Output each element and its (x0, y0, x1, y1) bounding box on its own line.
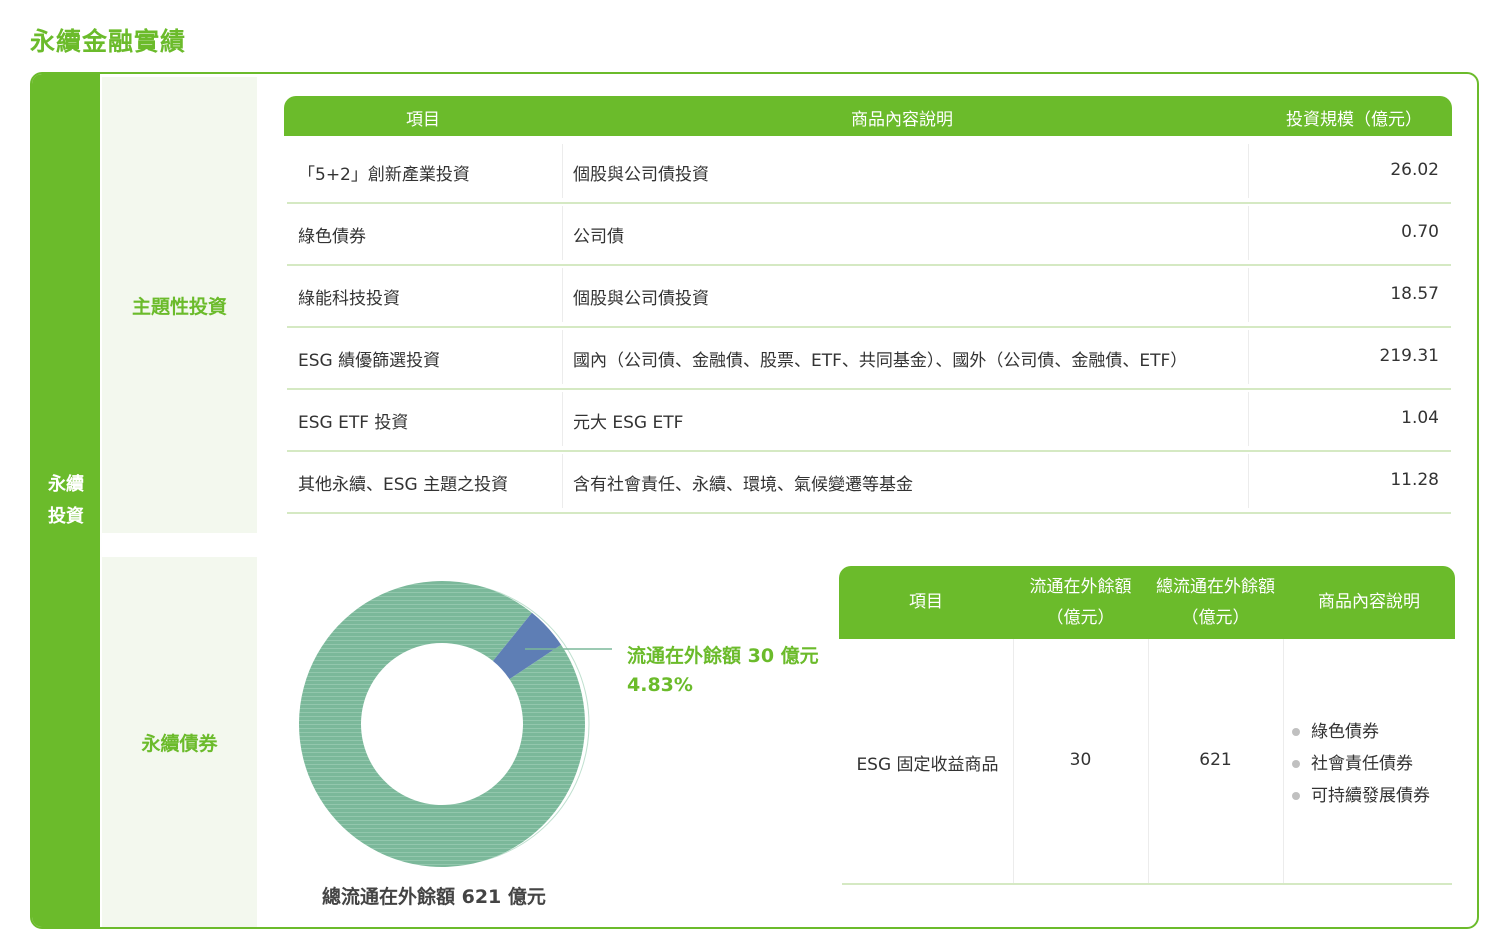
bond-header-outstanding-line2: （億元） (1046, 608, 1115, 628)
row-description: 元大 ESG ETF (573, 413, 684, 433)
bond-row-total: 621 (1199, 750, 1232, 770)
table-row: ESG 績優篩選投資 國內（公司債、金融債、股票、ETF、共同基金）、國外（公司… (287, 326, 1451, 390)
row-description: 個股與公司債投資 (573, 289, 709, 309)
table-row: 綠能科技投資 個股與公司債投資 18.57 (287, 264, 1451, 328)
category-thematic-investment: 主題性投資 (102, 77, 257, 533)
row-scale: 0.70 (1401, 222, 1439, 242)
sidebar-label-line2: 投資 (48, 505, 84, 527)
table-row: ESG ETF 投資 元大 ESG ETF 1.04 (287, 388, 1451, 452)
bond-header-outstanding-line1: 流通在外餘額 (1029, 577, 1132, 597)
bond-header-total: 總流通在外餘額 （億元） (1148, 572, 1283, 634)
header-description: 商品內容說明 (851, 110, 953, 130)
donut-total-label: 總流通在外餘額 621 億元 (322, 886, 546, 908)
row-description: 個股與公司債投資 (573, 165, 709, 185)
header-item: 項目 (406, 110, 440, 130)
row-item: 「5+2」創新產業投資 (298, 165, 470, 185)
row-scale: 18.57 (1390, 284, 1439, 304)
row-item: 綠能科技投資 (298, 289, 400, 309)
header-scale: 投資規模（億元） (1286, 110, 1422, 130)
row-scale: 219.31 (1379, 346, 1439, 366)
row-scale: 11.28 (1390, 470, 1439, 490)
table-row: 綠色債券 公司債 0.70 (287, 202, 1451, 266)
bond-header-total-line2: （億元） (1181, 608, 1250, 628)
category-sustainable-bonds: 永續債券 (102, 557, 257, 927)
row-item: ESG ETF 投資 (298, 413, 409, 433)
list-item: 可持續發展債券 (1292, 780, 1430, 812)
content-frame: 永續 投資 主題性投資 永續債券 項目 商品內容說明 投資規模（億元） 「5+2… (30, 72, 1479, 929)
bond-header-item: 項目 (909, 592, 943, 612)
bond-header-total-line1: 總流通在外餘額 (1156, 577, 1275, 597)
bond-row-description-list: 綠色債券 社會責任債券 可持續發展債券 (1292, 716, 1430, 812)
outstanding-donut-chart (299, 581, 612, 867)
bond-header-outstanding: 流通在外餘額 （億元） (1013, 572, 1148, 634)
bond-header-description: 商品內容說明 (1318, 592, 1420, 612)
sidebar-label-line1: 永續 (48, 473, 84, 495)
row-description: 公司債 (573, 227, 624, 247)
row-description: 含有社會責任、永續、環境、氣候變遷等基金 (573, 475, 913, 495)
donut-annotation-percent: 4.83% (627, 674, 693, 696)
row-description: 國內（公司債、金融債、股票、ETF、共同基金）、國外（公司債、金融債、ETF） (573, 351, 1188, 371)
row-scale: 26.02 (1390, 160, 1439, 180)
row-item: ESG 績優篩選投資 (298, 351, 441, 371)
donut-slice-outstanding (492, 612, 562, 680)
sidebar-sustainable-investment: 永續 投資 (32, 74, 100, 927)
row-scale: 1.04 (1401, 408, 1439, 428)
table-row: 其他永續、ESG 主題之投資 含有社會責任、永續、環境、氣候變遷等基金 11.2… (287, 450, 1451, 514)
row-item: 其他永續、ESG 主題之投資 (298, 475, 509, 495)
donut-annotation-amount: 流通在外餘額 30 億元 (627, 645, 819, 667)
table-row: 「5+2」創新產業投資 個股與公司債投資 26.02 (287, 140, 1451, 204)
row-item: 綠色債券 (298, 227, 366, 247)
bond-table-row: ESG 固定收益商品 30 621 綠色債券 社會責任債券 可持續發展債券 (842, 639, 1452, 885)
bond-row-outstanding: 30 (1069, 750, 1092, 770)
list-item: 社會責任債券 (1292, 748, 1430, 780)
bond-row-item: ESG 固定收益商品 (856, 755, 999, 775)
donut-slice-total (299, 581, 585, 867)
bond-table-header: 項目 流通在外餘額 （億元） 總流通在外餘額 （億元） 商品內容說明 (839, 566, 1455, 639)
investment-table-header: 項目 商品內容說明 投資規模（億元） (284, 96, 1452, 136)
list-item: 綠色債券 (1292, 716, 1430, 748)
page-title: 永續金融實績 (30, 27, 187, 56)
